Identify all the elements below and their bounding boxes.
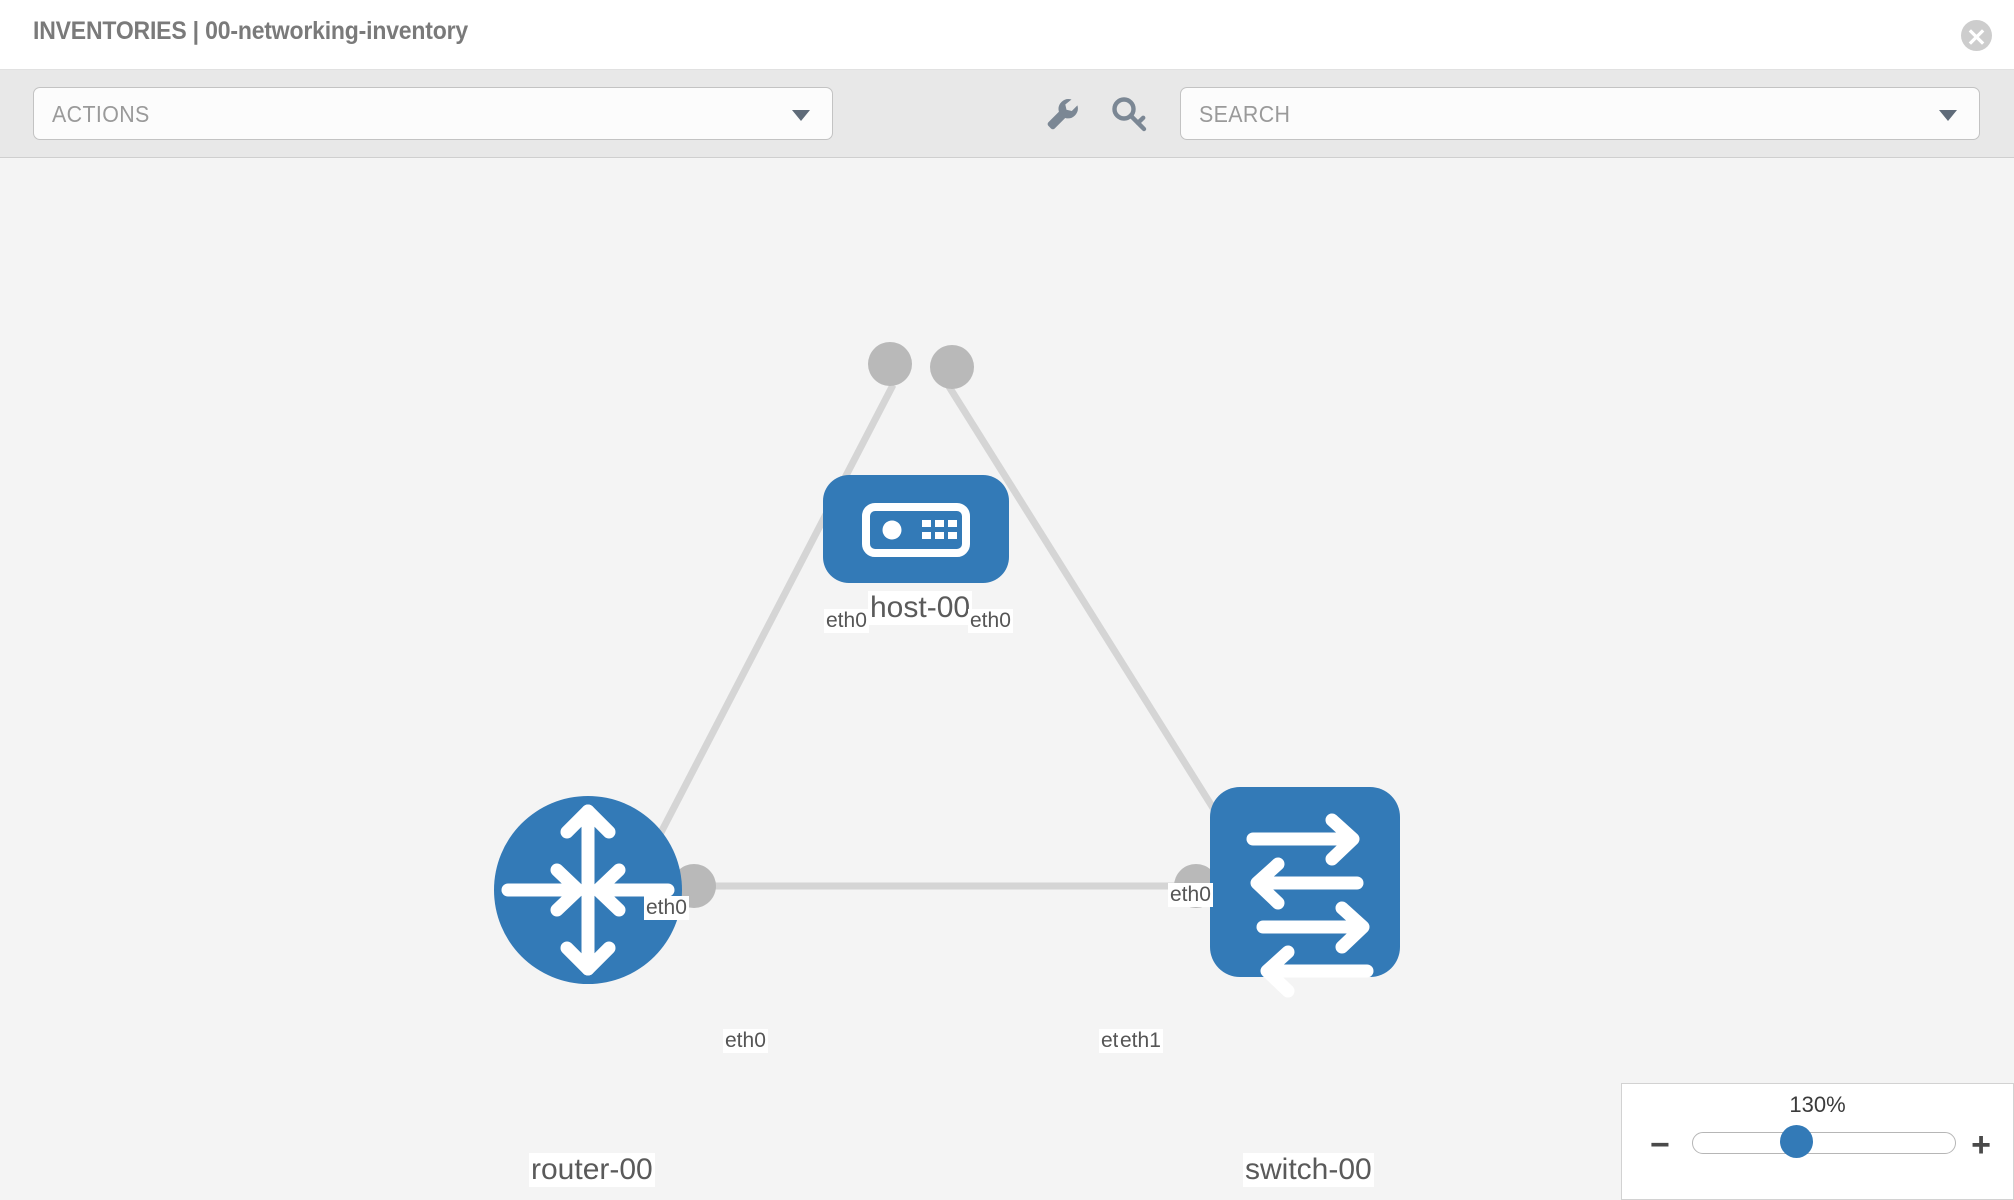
zoom-in-button[interactable]: +: [1971, 1126, 1991, 1164]
key-icon[interactable]: [1108, 92, 1152, 136]
close-icon[interactable]: [1961, 20, 1992, 51]
search-placeholder: SEARCH: [1199, 101, 1291, 127]
node-label-router-00: router-00: [529, 1153, 655, 1187]
page-title: INVENTORIES | 00-networking-inventory: [33, 17, 469, 45]
page-header: INVENTORIES | 00-networking-inventory: [0, 0, 2014, 70]
topology-canvas[interactable]: eth0 host-00 eth0 eth0 eth0 eth0 etl eth…: [0, 159, 2014, 1200]
zoom-percent-label: 130%: [1789, 1092, 1846, 1117]
node-label-host-00: host-00: [868, 591, 973, 625]
link-label-switch-up: eth0: [1168, 883, 1213, 908]
link-label-host-right: eth0: [968, 609, 1013, 634]
chevron-down-icon: [792, 110, 810, 121]
link-label-router-up: eth0: [644, 896, 689, 921]
interface-node: [930, 345, 974, 389]
node-router-00: [494, 796, 682, 984]
link-label-switch-left-b: eth1: [1118, 1029, 1163, 1054]
topology-graph: [494, 342, 1400, 998]
node-switch-00: [1210, 787, 1400, 998]
interface-node: [868, 342, 912, 386]
zoom-slider-track[interactable]: [1692, 1132, 1956, 1154]
link-host-router: [636, 383, 897, 875]
actions-dropdown-label: ACTIONS: [52, 101, 150, 127]
node-host-00: [823, 475, 1009, 583]
toolbar: ACTIONS SEARCH: [0, 70, 2014, 158]
actions-dropdown[interactable]: ACTIONS: [33, 87, 833, 140]
link-label-host-left: eth0: [824, 609, 869, 634]
wrench-icon[interactable]: [1040, 92, 1084, 136]
interface-endpoints: [672, 342, 1259, 908]
search-input[interactable]: SEARCH: [1180, 87, 1980, 140]
zoom-out-button[interactable]: −: [1650, 1126, 1670, 1164]
zoom-control-panel: 130% − +: [1621, 1083, 2014, 1200]
node-label-switch-00: switch-00: [1243, 1153, 1374, 1187]
link-host-switch: [945, 383, 1248, 861]
chevron-down-icon[interactable]: [1939, 110, 1957, 121]
topology-links: [636, 383, 1248, 890]
zoom-slider-thumb[interactable]: [1780, 1125, 1813, 1158]
link-label-router-right: eth0: [723, 1029, 768, 1054]
